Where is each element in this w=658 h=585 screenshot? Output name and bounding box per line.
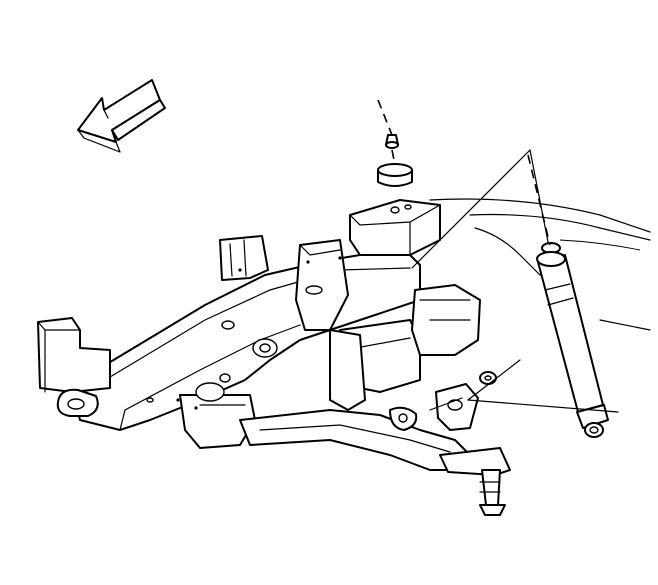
front-direction-arrow-icon [77,79,166,153]
front-crossmember [37,199,481,449]
installation-lines [377,99,551,246]
frame-rail-background [429,198,651,331]
callout-lines [411,149,619,413]
upper-arm-nut [479,371,497,385]
lower-control-arm [239,329,471,471]
ball-joint [435,383,511,516]
bump-stop-isolator [377,134,413,187]
shock-absorber [536,242,609,438]
